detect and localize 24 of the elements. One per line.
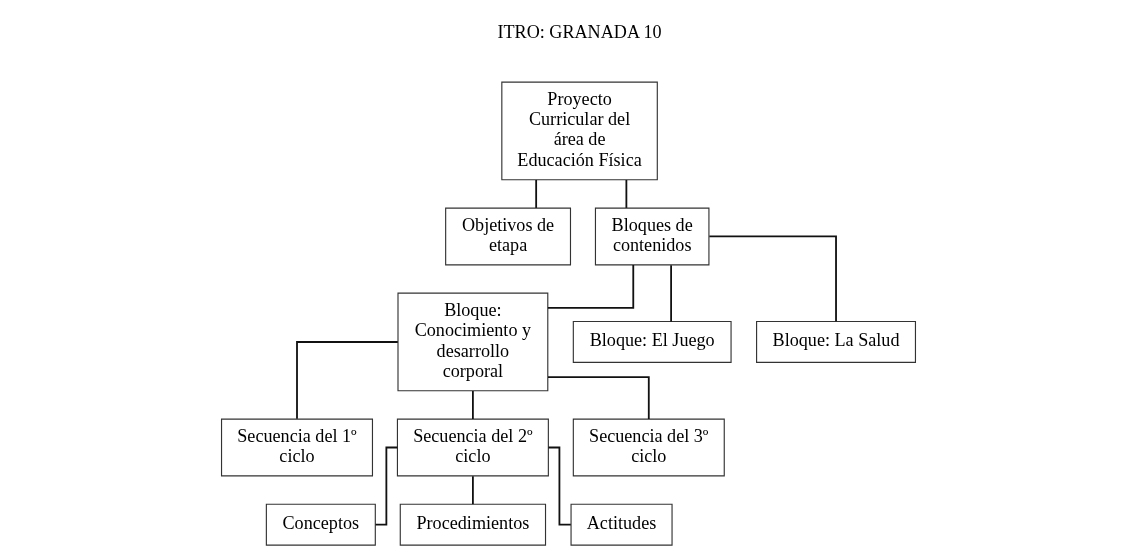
node-box: Proyecto Curricular del área de Educación Física [501, 81, 658, 181]
connector [471, 475, 474, 506]
node-box: Bloque: Conocimiento y desarrollo corporal [397, 292, 549, 392]
label: ITRO: GRANADA 10 [497, 21, 662, 42]
node-box: Secuencia del 2º ciclo [396, 418, 549, 477]
node-box: Actitudes [570, 503, 673, 546]
connector [547, 376, 650, 420]
node-box: Procedimientos [399, 503, 547, 546]
node-box: Objetivos de etapa [445, 207, 572, 266]
node-box: Conceptos [265, 503, 376, 546]
node-box: Bloques de contenidos [594, 207, 710, 266]
connector [296, 341, 399, 420]
connector [374, 446, 399, 526]
connector [535, 179, 538, 209]
connector [547, 446, 572, 526]
node-box: Bloque: La Salud [756, 321, 917, 363]
connector [670, 264, 672, 323]
connector [708, 235, 837, 323]
node-box: Secuencia del 3º ciclo [572, 418, 725, 477]
node-box: Secuencia del 1º ciclo [220, 418, 374, 477]
node-box: Bloque: El Juego [572, 321, 732, 363]
connector [547, 264, 635, 309]
connector [625, 179, 628, 209]
connector [471, 390, 474, 420]
